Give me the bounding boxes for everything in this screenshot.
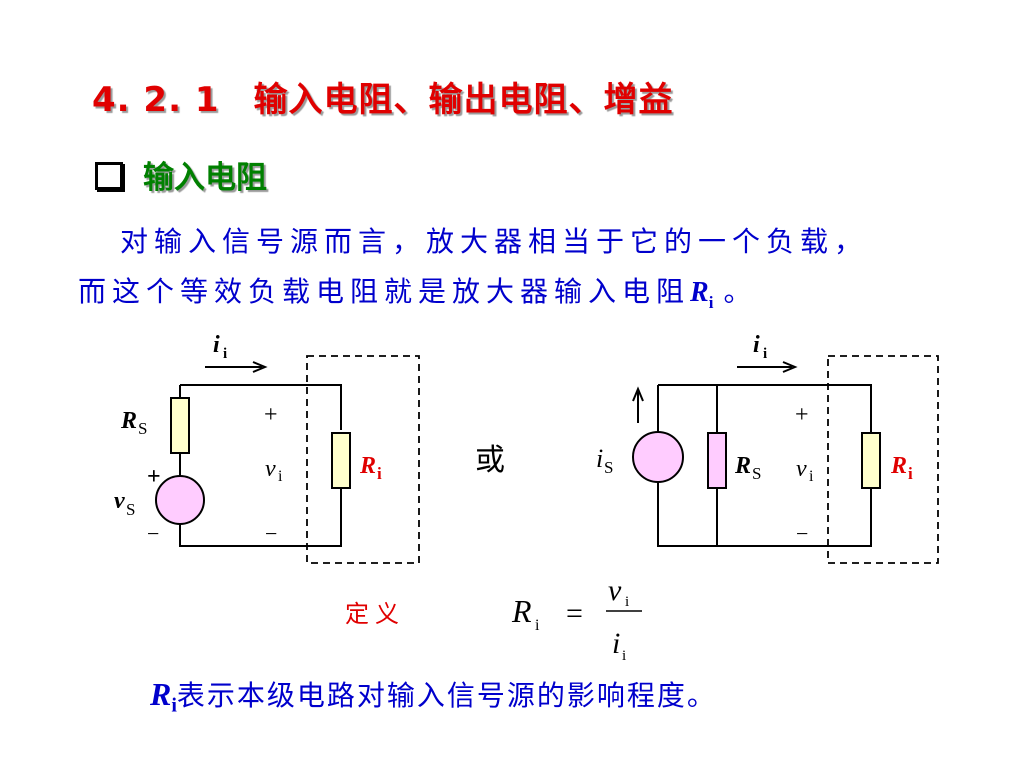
definition-label: 定义 xyxy=(345,600,405,628)
right-current-sub: i xyxy=(763,346,767,362)
right-is-sub: S xyxy=(604,458,613,477)
left-ri-label: R xyxy=(359,453,376,479)
right-vi-sub: i xyxy=(809,468,814,485)
subtitle-text: 输入电阻 xyxy=(143,160,267,196)
left-rs-sub: S xyxy=(138,419,147,438)
right-rs-label: R xyxy=(734,453,751,479)
paragraph-end: 。 xyxy=(723,275,758,308)
right-current-arrow-head xyxy=(782,361,798,373)
ri-symbol: R xyxy=(690,277,709,308)
right-current-label: i xyxy=(753,332,760,358)
formula-lhs-sub: i xyxy=(535,617,540,634)
bottom-text: 表示本级电路对输入信号源的影响程度。 xyxy=(176,679,717,712)
right-wire-bottom xyxy=(657,481,872,547)
bottom-ri-symbol: R xyxy=(150,676,172,712)
left-current-arrow-head xyxy=(252,361,268,373)
right-rs-sub: S xyxy=(752,464,761,483)
right-vi-plus: + xyxy=(795,402,809,428)
left-vi-minus: − xyxy=(265,521,277,546)
formula-equals: = xyxy=(566,597,583,630)
right-current-source xyxy=(632,431,684,483)
left-wire-bottom xyxy=(179,488,342,547)
or-text: 或 xyxy=(475,443,505,478)
left-dashed-box xyxy=(306,355,420,564)
left-source-plus: + xyxy=(147,464,161,490)
paragraph-line-2: 而这个等效负载电阻就是放大器输入电阻Ri 。 xyxy=(78,270,757,313)
left-voltage-source xyxy=(155,475,205,525)
left-vi-label: v xyxy=(265,456,276,482)
right-wire-top xyxy=(658,384,872,432)
right-circuit xyxy=(632,355,939,564)
left-rs-resistor xyxy=(170,397,190,454)
formula-denominator-sub: i xyxy=(622,648,626,664)
left-circuit xyxy=(155,355,420,564)
formula-denominator: i xyxy=(612,627,620,660)
page-title: 4. 2. 1 输入电阻、输出电阻、增益 xyxy=(92,72,673,121)
left-vi-sub: i xyxy=(278,468,283,485)
right-dashed-box xyxy=(827,355,939,564)
paragraph-line-1: 对输入信号源而言，放大器相当于它的一个负载， xyxy=(120,225,869,258)
formula-lhs: R xyxy=(511,593,532,629)
ri-symbol-sub: i xyxy=(708,292,714,312)
left-circuit-labels: i i R S + v S − + v i − R i xyxy=(114,332,382,546)
formula-numerator: v xyxy=(608,574,622,607)
left-current-sub: i xyxy=(223,346,227,362)
section-number: 4. 2. 1 xyxy=(92,80,220,120)
bottom-ri-sub: i xyxy=(171,694,177,717)
left-vi-plus: + xyxy=(264,402,278,428)
paragraph-line-2-text: 而这个等效负载电阻就是放大器输入电阻 xyxy=(78,275,691,308)
bottom-statement: Ri表示本级电路对输入信号源的影响程度。 xyxy=(150,674,717,718)
left-current-label: i xyxy=(213,332,220,358)
left-source-sub: S xyxy=(126,500,135,519)
right-ri-sub: i xyxy=(908,464,913,483)
right-is-label: i xyxy=(596,444,603,473)
right-ri-resistor xyxy=(861,432,881,489)
square-bullet-icon xyxy=(95,162,123,190)
formula-numerator-sub: i xyxy=(625,594,629,610)
section-title: 输入电阻、输出电阻、增益 xyxy=(253,80,674,120)
definition-formula: 定义 R i = v i i i xyxy=(345,574,642,664)
subtitle: 输入电阻 xyxy=(95,152,267,197)
right-vi-minus: − xyxy=(796,521,808,546)
left-wire-top xyxy=(180,384,342,430)
left-ri-sub: i xyxy=(377,464,382,483)
left-source-minus: − xyxy=(147,521,159,546)
right-ri-label: R xyxy=(890,453,907,479)
right-source-arrow-head xyxy=(632,386,644,402)
right-circuit-labels: i i i S R S + v i − R i xyxy=(596,332,913,546)
left-source-label: v xyxy=(114,488,125,514)
right-rs-resistor xyxy=(707,432,727,489)
left-rs-label: R xyxy=(120,408,137,434)
left-ri-resistor xyxy=(331,432,351,489)
right-vi-label: v xyxy=(796,456,807,482)
